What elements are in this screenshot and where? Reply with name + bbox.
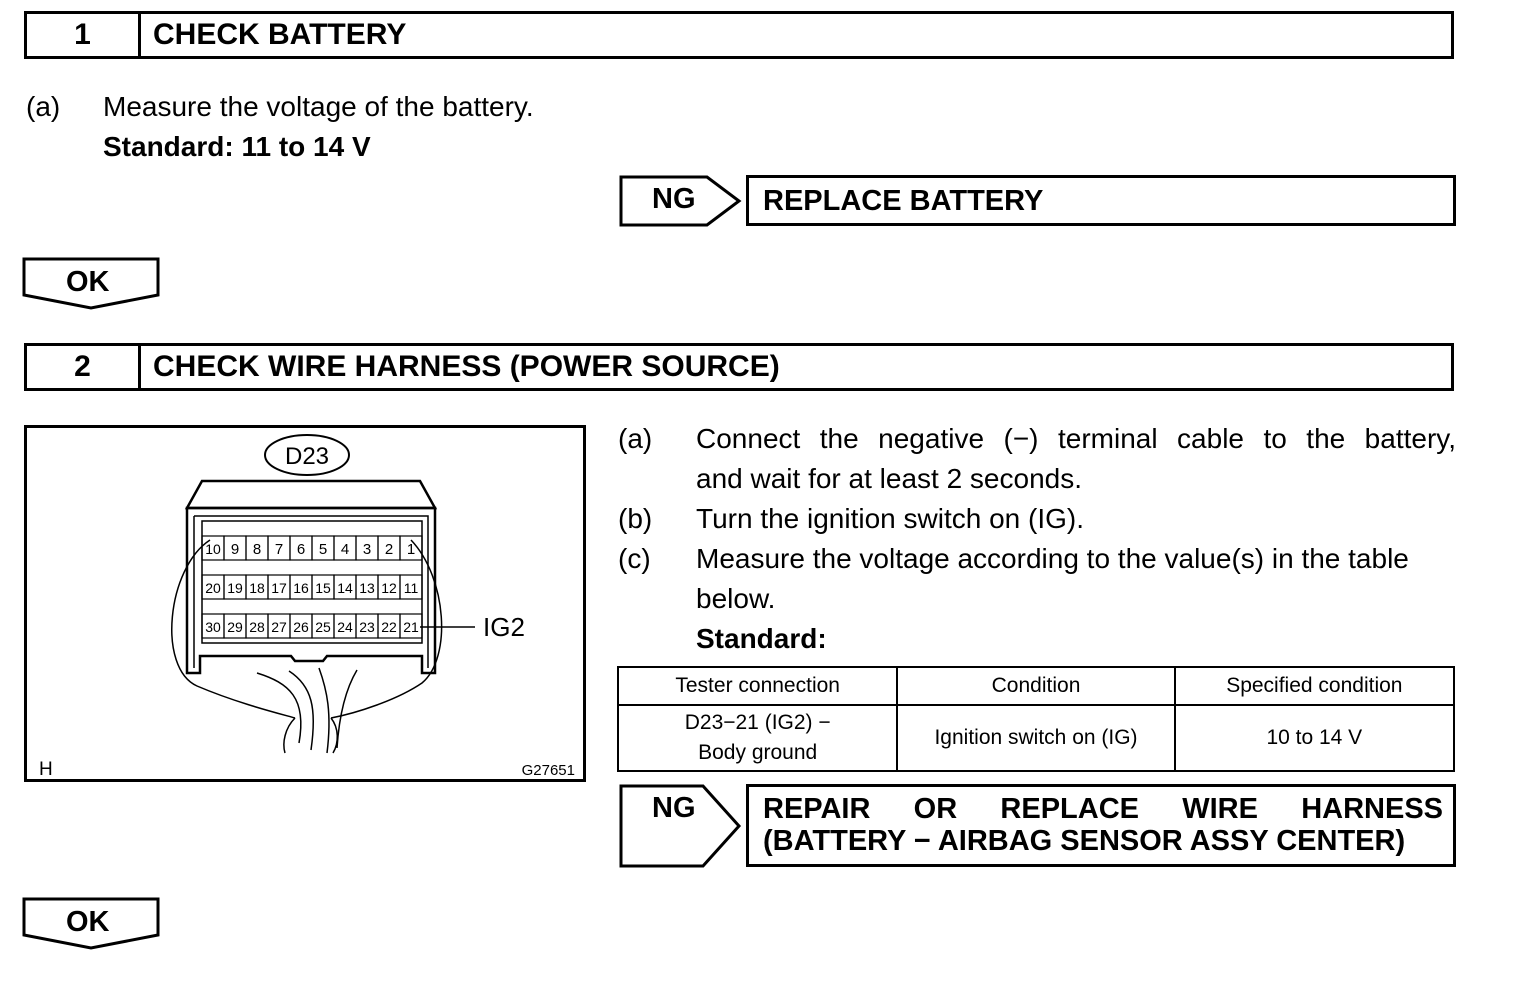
item-marker: (c) bbox=[618, 543, 651, 574]
step-1-header: 1 CHECK BATTERY bbox=[24, 11, 1454, 59]
ng-label: NG bbox=[652, 792, 696, 824]
table-cell: D23−21 (IG2) − Body ground bbox=[616, 704, 899, 772]
pin-number: 24 bbox=[337, 619, 353, 635]
ok-label: OK bbox=[66, 906, 110, 938]
item-marker: (a) bbox=[618, 423, 653, 454]
pin-number: 17 bbox=[271, 580, 287, 596]
pin-number: 30 bbox=[205, 619, 221, 635]
standard-value: Standard: 11 to 14 V bbox=[103, 131, 371, 162]
table-cell: 10 to 14 V bbox=[1173, 704, 1456, 772]
ng-label: NG bbox=[652, 183, 696, 215]
item-text: below. bbox=[696, 583, 776, 614]
ng-arrow bbox=[619, 784, 742, 868]
spec-table: Tester connection Condition Specified co… bbox=[616, 666, 1456, 772]
item-text: Turn the ignition switch on (IG). bbox=[696, 503, 1085, 534]
pin-number: 4 bbox=[341, 541, 349, 558]
pin-number: 9 bbox=[231, 541, 239, 558]
pin-number: 18 bbox=[249, 580, 265, 596]
pin-number: 19 bbox=[227, 580, 243, 596]
pin-number: 20 bbox=[205, 580, 221, 596]
table-cell: Ignition switch on (IG) bbox=[896, 704, 1176, 772]
ng-action-text: (BATTERY − AIRBAG SENSOR ASSY CENTER) bbox=[763, 825, 1406, 857]
ng-action-text: REPAIR OR REPLACE WIRE HARNESS bbox=[763, 793, 1443, 825]
pin-number: 11 bbox=[404, 580, 419, 596]
ok-label: OK bbox=[66, 266, 110, 298]
step-number: 2 bbox=[27, 346, 141, 388]
pin-number: 3 bbox=[363, 541, 371, 558]
step-title: CHECK WIRE HARNESS (POWER SOURCE) bbox=[153, 350, 780, 383]
step-title: CHECK BATTERY bbox=[153, 18, 407, 51]
pin-number: 12 bbox=[381, 580, 397, 596]
table-header: Tester connection bbox=[616, 666, 899, 706]
pin-number: 7 bbox=[275, 541, 283, 558]
pin-cell bbox=[399, 574, 423, 600]
pin-cell bbox=[399, 535, 423, 561]
connector-id: D23 bbox=[285, 443, 329, 470]
ng-action-box: REPAIR OR REPLACE WIRE HARNESS (BATTERY … bbox=[746, 784, 1456, 867]
pin-number: 27 bbox=[271, 619, 287, 635]
pin-number: 29 bbox=[227, 619, 243, 635]
pin-number: 13 bbox=[359, 580, 375, 596]
pin-number: 6 bbox=[297, 541, 305, 558]
pin-number: 1 bbox=[407, 541, 415, 558]
pin-number: 14 bbox=[337, 580, 353, 596]
table-header: Specified condition bbox=[1173, 666, 1456, 706]
pin-cell bbox=[399, 613, 423, 639]
item-text: Measure the voltage according to the val… bbox=[696, 543, 1409, 574]
corner-mark: H bbox=[39, 759, 53, 779]
standard-label: Standard: bbox=[696, 623, 827, 654]
pin-number: 2 bbox=[385, 541, 393, 558]
ng-action-text: REPLACE BATTERY bbox=[763, 185, 1044, 217]
pin-number: 16 bbox=[293, 580, 309, 596]
table-row: D23−21 (IG2) − Body ground Ignition swit… bbox=[616, 704, 1456, 772]
step-2-header: 2 CHECK WIRE HARNESS (POWER SOURCE) bbox=[24, 343, 1454, 391]
figure-code: G27651 bbox=[522, 762, 575, 779]
item-marker: (a) bbox=[26, 91, 61, 122]
tester-connection-line: D23−21 (IG2) − bbox=[684, 711, 831, 734]
table-header: Condition bbox=[896, 666, 1176, 706]
pin-number: 26 bbox=[293, 619, 309, 635]
pin-number: 22 bbox=[381, 619, 397, 635]
ng-action-box: REPLACE BATTERY bbox=[746, 175, 1456, 226]
pin-number: 23 bbox=[359, 619, 375, 635]
pin-number: 15 bbox=[315, 580, 331, 596]
ok-arrow bbox=[22, 897, 160, 950]
pin-number: 21 bbox=[403, 619, 419, 635]
ng-arrow bbox=[619, 175, 742, 227]
pin-number: 10 bbox=[205, 541, 221, 557]
item-text: Connect the negative (−) terminal cable … bbox=[696, 423, 1456, 454]
pin-number: 8 bbox=[253, 541, 261, 558]
pin-number: 28 bbox=[249, 619, 265, 635]
step-number: 1 bbox=[27, 14, 141, 56]
item-text: and wait for at least 2 seconds. bbox=[696, 463, 1082, 494]
terminal-label: IG2 bbox=[483, 612, 525, 642]
item-marker: (b) bbox=[618, 503, 653, 534]
pin-number: 25 bbox=[315, 619, 331, 635]
pin-number: 5 bbox=[319, 541, 327, 558]
item-text: Measure the voltage of the battery. bbox=[103, 91, 534, 122]
ok-arrow bbox=[22, 257, 160, 310]
tester-connection-line: Body ground bbox=[698, 741, 818, 764]
